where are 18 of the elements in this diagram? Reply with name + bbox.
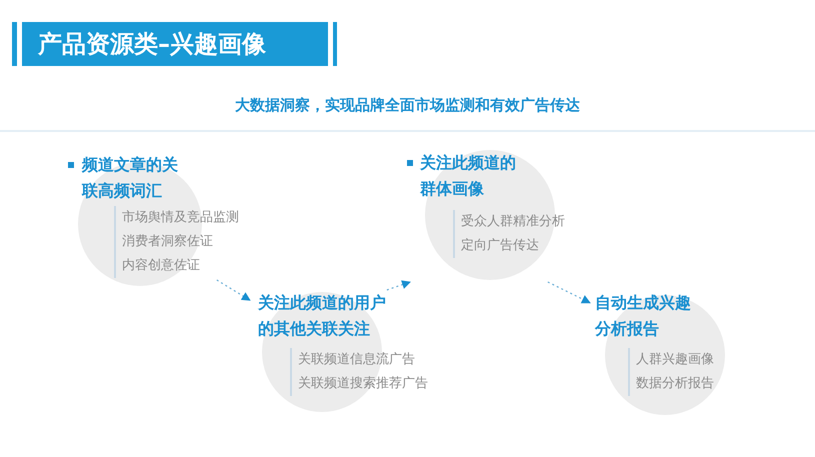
list-item: 数据分析报告 (636, 375, 714, 393)
node-heading: 自动生成兴趣分析报告 (595, 292, 692, 340)
list-item: 定向广告传达 (461, 237, 540, 255)
dashed-arrow (216, 279, 251, 301)
list-item: 内容创意佐证 (122, 257, 201, 275)
node-heading: 频道文章的关联高频词汇 (82, 154, 179, 202)
dashed-arrow (548, 281, 591, 304)
node-heading: 关注此频道的用户的其他关联关注 (258, 292, 387, 340)
list-item: 关联频道搜索推荐广告 (298, 375, 428, 393)
dashed-arrow (386, 280, 411, 291)
list-item: 消费者洞察佐证 (122, 233, 214, 251)
node-heading: 关注此频道的群体画像 (420, 152, 517, 200)
list-item: 人群兴趣画像 (636, 351, 714, 369)
list-item: 关联频道信息流广告 (298, 351, 416, 369)
title-banner: 产品资源类–兴趣画像 (22, 22, 328, 66)
list-item: 市场舆情及竞品监测 (122, 209, 239, 227)
subtitle: 大数据洞察，实现品牌全面市场监测和有效广告传达 (234, 96, 581, 115)
list-item: 受众人群精准分析 (461, 213, 565, 231)
